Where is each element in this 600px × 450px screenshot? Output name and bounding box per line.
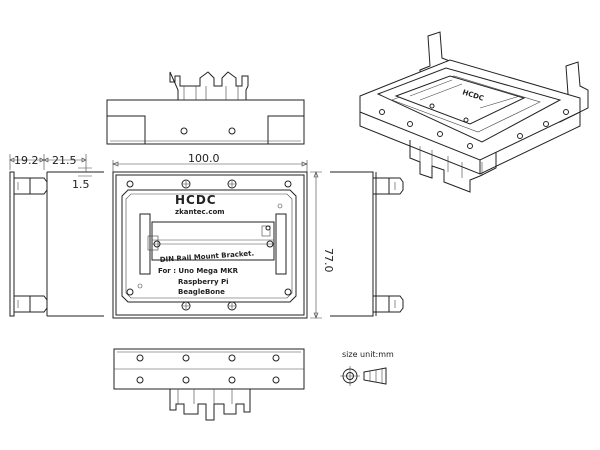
screw-top-left-icon (181, 179, 191, 189)
bracket-logo: HCDC (175, 193, 217, 207)
bracket-website: zkantec.com (175, 208, 225, 216)
dimension-annotations-left: 19.2 21.5 1.5 (9, 154, 92, 191)
size-unit-legend: size unit:mm (342, 350, 394, 359)
screw-top-right-icon (227, 179, 237, 189)
isometric-view: HCDC (359, 31, 589, 193)
dim-overall-height: 77.0 (322, 248, 335, 273)
screw-bottom-right-icon (227, 301, 237, 311)
dim-overall-width: 100.0 (188, 152, 220, 165)
dim-thickness: 1.5 (72, 178, 90, 191)
bracket-compat-line3: BeagleBone (178, 288, 225, 296)
top-elevation-view (106, 71, 305, 145)
left-side-view (9, 171, 104, 317)
dim-width-mid: 21.5 (52, 154, 77, 167)
right-side-view (330, 171, 404, 317)
bracket-description: DIN Rail Mount Bracket. (160, 249, 255, 264)
screw-bottom-left-icon (181, 301, 191, 311)
front-main-view: 100.0 77.0 (112, 152, 335, 319)
bottom-elevation-view (113, 348, 305, 421)
bracket-compat-line2: Raspberry Pi (178, 278, 228, 286)
dim-width-left: 19.2 (14, 154, 39, 167)
bracket-compat-line1: For : Uno Mega MKR (158, 267, 239, 275)
screw-detail: size unit:mm (340, 350, 394, 386)
